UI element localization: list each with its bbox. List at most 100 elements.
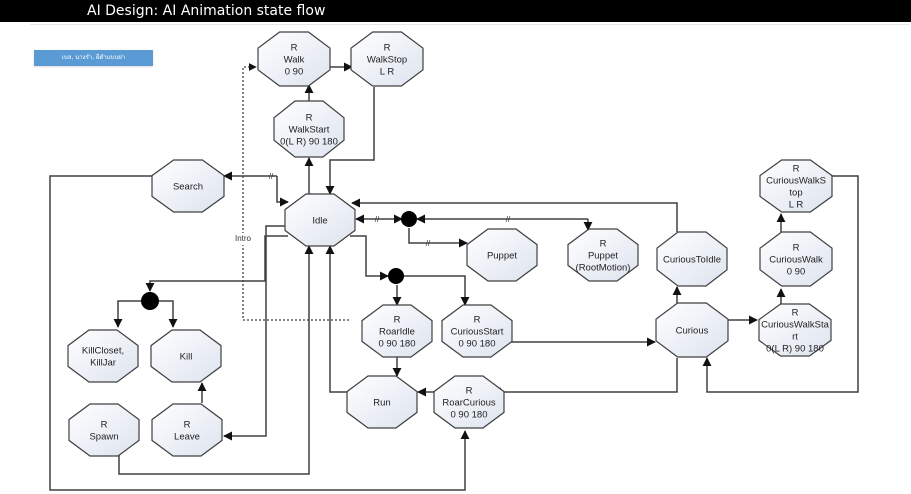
- octagon-shape: [151, 403, 223, 457]
- octagon-shape: [68, 403, 140, 457]
- break-mark-search: //: [269, 172, 274, 181]
- state-node-label: R: [394, 315, 401, 326]
- octagon-shape: [346, 375, 418, 429]
- state-node-label: R: [792, 308, 799, 319]
- state-node-label: WalkStart: [289, 125, 330, 136]
- state-node-kill: Kill: [150, 329, 222, 383]
- state-node-label: R: [101, 420, 108, 431]
- octagon-shape: [150, 329, 222, 383]
- state-node-label: 0(L R) 90 180: [280, 137, 338, 148]
- state-node-label: Puppet: [588, 251, 618, 262]
- state-node-label: 0 90 180: [379, 339, 416, 350]
- octagon-shape: [433, 375, 505, 429]
- edge-junction-curiousstart: [404, 275, 470, 306]
- title-divider: [30, 24, 910, 25]
- edge-idle-leave: [223, 225, 288, 441]
- edge-search-roarcurious: [49, 175, 470, 491]
- edge-intro-walk: [242, 63, 349, 321]
- junction-kill: [141, 292, 159, 310]
- state-node-label: Run: [373, 398, 390, 409]
- state-node-label: CuriousWalkSta: [761, 320, 829, 331]
- state-node-curious: Curious: [655, 302, 729, 358]
- octagon-shape: [273, 100, 345, 158]
- state-node-label: 0(L R) 90 180: [766, 344, 824, 355]
- octagon-shape: [151, 159, 225, 213]
- state-node-label: Leave: [174, 432, 200, 443]
- state-node-label: R: [384, 43, 391, 54]
- edge-curious-roarcurious: [492, 358, 678, 397]
- state-node-label: R: [793, 243, 800, 254]
- octagon-shape: [361, 304, 433, 358]
- break-mark-puppetrm: //: [506, 215, 511, 224]
- state-node-label: Kill: [180, 352, 193, 363]
- edge-walkstop-idle: [325, 87, 375, 195]
- octagon-shape: [466, 228, 538, 282]
- state-node-label: Idle: [312, 216, 327, 227]
- page-title: AI Design: AI Animation state flow: [87, 3, 326, 19]
- state-node-label: 0 90: [285, 67, 304, 78]
- state-node-label: CuriousToIdle: [663, 255, 721, 266]
- state-node-curioustoidle: CuriousToIdle: [656, 231, 728, 287]
- octagon-shape: [655, 302, 729, 358]
- state-node-label: 0 90 180: [459, 339, 496, 350]
- state-node-puppet: Puppet: [466, 228, 538, 282]
- state-node-label: Puppet: [487, 251, 517, 262]
- state-node-idle: Idle: [284, 193, 356, 247]
- break-mark-puppet: //: [426, 239, 431, 248]
- state-node-label: Search: [173, 182, 203, 193]
- state-node-label: R: [306, 113, 313, 124]
- octagon-shape: [758, 303, 832, 357]
- junction-roar: [388, 268, 404, 284]
- state-node-label: L R: [789, 200, 804, 211]
- edge-idle-junction-roar: [350, 235, 389, 281]
- intro-label: Intro: [235, 234, 252, 243]
- octagon-shape: [567, 228, 639, 282]
- edge-junction-puppet: [408, 228, 468, 248]
- state-node-label: CuriousWalkS: [766, 176, 826, 187]
- state-node-label: WalkStop: [367, 55, 407, 66]
- octagon-shape: [759, 159, 833, 213]
- state-node-label: R: [184, 420, 191, 431]
- state-node-killcloset: KillCloset,KillJar: [67, 329, 139, 383]
- edge-junction-kill: [159, 300, 178, 328]
- edge-run-idle: [325, 245, 347, 393]
- edge-cwstop-curious: [702, 175, 859, 393]
- edge-curioustoidle-idle: [351, 198, 678, 232]
- state-node-label: CuriousWalk: [769, 255, 823, 266]
- octagon-shape: [350, 31, 424, 87]
- octagon-shape: [257, 31, 331, 87]
- state-node-search: Search: [151, 159, 225, 213]
- state-node-label: (RootMotion): [576, 263, 631, 274]
- octagon-shape: [656, 231, 728, 287]
- edge-junction-killcloset: [113, 300, 141, 328]
- junctions-layer: [141, 211, 417, 310]
- break-mark-idle-junction: //: [375, 215, 380, 224]
- intro-label-bg: [226, 233, 252, 245]
- state-node-label: L R: [380, 67, 395, 78]
- junction-puppet: [401, 211, 417, 227]
- state-node-label: RoarIdle: [379, 327, 415, 338]
- octagon-shape: [284, 193, 356, 247]
- state-node-label: KillCloset,: [82, 346, 124, 357]
- octagon-shape: [441, 304, 513, 358]
- state-node-label: rt: [792, 332, 798, 343]
- character-tag: เบล, นางรำ, ผีดำแบบฝา: [34, 50, 153, 66]
- title-bar: AI Design: AI Animation state flow: [0, 0, 911, 22]
- state-node-label: top: [789, 188, 802, 199]
- state-node-run: Run: [346, 375, 418, 429]
- edge-idle-junction-kill: [145, 235, 288, 292]
- octagon-shape: [759, 231, 833, 287]
- octagon-shape: [67, 329, 139, 383]
- state-node-label: Walk: [284, 55, 305, 66]
- state-node-label: R: [600, 239, 607, 250]
- edge-idle-search: [276, 176, 289, 207]
